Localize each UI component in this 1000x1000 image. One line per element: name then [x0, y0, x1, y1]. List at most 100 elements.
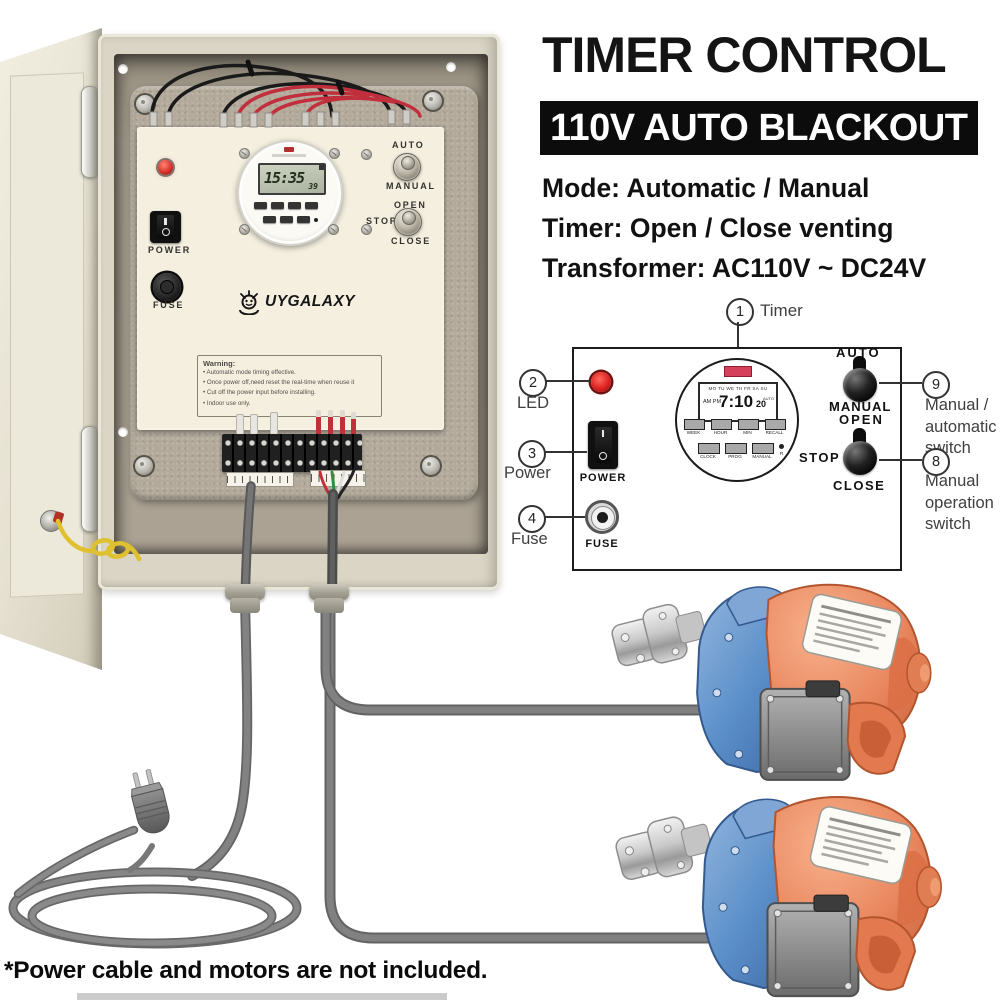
plate-bolt	[420, 455, 442, 477]
panel-screw	[239, 224, 250, 235]
callout-2-label: LED	[517, 394, 550, 412]
spec-line: Transformer: AC110V ~ DC24V	[542, 253, 927, 283]
diagram-rocker-actuator	[594, 427, 612, 463]
diagram-timer-button	[765, 419, 786, 430]
timer-button	[305, 202, 318, 209]
lcd-corner-mark	[319, 165, 324, 170]
rocker-actuator	[157, 215, 174, 239]
timer-button	[254, 202, 267, 209]
door-hinge-top	[81, 86, 99, 178]
callout-3-line	[542, 451, 587, 453]
diagram-fuse	[585, 500, 619, 534]
panel-screw	[361, 149, 372, 160]
fuse-holder	[153, 273, 181, 301]
terminal-label-strip	[310, 470, 366, 487]
auto-manual-toggle	[393, 153, 421, 181]
diagram-close-label: CLOSE	[833, 478, 886, 493]
diagram-timer-button	[752, 443, 774, 454]
terminal-strip	[222, 434, 362, 472]
diagram-power-switch	[588, 421, 618, 469]
diagram-power-label: POWER	[579, 472, 627, 484]
diagram-timer-button	[698, 443, 720, 454]
banner: 110V AUTO BLACKOUT	[540, 101, 978, 155]
callout-1-line	[737, 322, 739, 347]
warning-title: Warning:	[203, 359, 236, 368]
panel-screw	[239, 148, 250, 159]
timer-button	[263, 216, 276, 223]
plate-bolt	[422, 90, 444, 112]
fuse-label: FUSE	[153, 300, 185, 310]
diagram-fuse-core	[596, 511, 608, 523]
red-wire	[328, 410, 333, 436]
callout-4-circle: 4	[518, 505, 546, 533]
mount-hole	[118, 64, 128, 74]
diagram-timer-button	[725, 443, 747, 454]
timer-brand-mark	[272, 154, 306, 157]
diagram-timer-button-label: PROG	[728, 454, 742, 459]
gland-nut	[230, 598, 260, 613]
red-wire	[351, 412, 356, 436]
robot-icon	[239, 290, 259, 315]
terminal-label-strip	[226, 472, 294, 487]
red-wire	[316, 410, 321, 436]
timer-button	[288, 202, 301, 209]
mount-hole	[118, 427, 128, 437]
lcd-time: 15:35	[264, 169, 305, 187]
panel-screw	[329, 148, 340, 159]
warning-label: Warning: • Automatic mode timing effecti…	[197, 355, 382, 417]
open-label: OPEN	[394, 200, 427, 210]
plate-bolt	[134, 93, 156, 115]
callout-9-line	[879, 382, 922, 384]
diagram-timer-button-label: CLOCK	[700, 454, 716, 459]
diagram-timer-button	[738, 419, 759, 430]
diagram-auto-manual-toggle	[843, 368, 877, 402]
lcd-seconds: 20	[756, 399, 767, 409]
warning-line: • Cut off the power input before install…	[203, 389, 316, 397]
timer-lcd: 15:35 39	[258, 163, 326, 195]
cable-gland-right	[309, 584, 349, 613]
callout-1-circle: 1	[726, 298, 754, 326]
lcd-time: 7:10	[719, 392, 754, 411]
plate-bolt	[133, 455, 155, 477]
lcd-ampm: AM PM	[703, 399, 722, 405]
diagram-timer: MO TU WE TH FR SA SU AM PM 7:10 20 AUTO …	[675, 358, 799, 482]
diagram-led	[591, 372, 611, 392]
diagram-timer-button-label: HOUR	[713, 430, 728, 435]
diagram-fuse-label: FUSE	[585, 538, 619, 550]
diagram-timer-button-label: MANUAL	[752, 454, 772, 459]
warning-line: • Automatic mode timing effective.	[203, 369, 296, 376]
panel-screw	[361, 224, 372, 235]
callout-3-circle: 3	[518, 440, 546, 468]
power-rocker-switch	[150, 211, 181, 243]
power-label: POWER	[148, 245, 192, 255]
lcd-seconds: 39	[308, 182, 318, 191]
callout-8-circle: 8	[922, 448, 950, 476]
diagram-manual-label: MANUAL	[829, 399, 892, 414]
timer-button	[271, 202, 284, 209]
page-title: TIMER CONTROL	[542, 27, 947, 83]
door-hinge-bottom	[81, 426, 99, 532]
diagram-stop-label: STOP	[799, 450, 841, 465]
timer-reset-dot	[314, 218, 318, 222]
footnote: *Power cable and motors are not included…	[4, 957, 488, 984]
timer-button	[297, 216, 310, 223]
timer-indicator	[284, 147, 294, 152]
diagram-timer-button	[684, 419, 705, 430]
spec-line: Timer: Open / Close venting	[542, 213, 894, 243]
panel-screw	[328, 224, 339, 235]
callout-1-label: Timer	[760, 301, 803, 320]
diagram-timer-reset-label: R	[779, 451, 784, 456]
cable-gland-left	[225, 584, 265, 613]
open-stop-close-toggle	[394, 208, 422, 236]
brand-name: UYGALAXY	[265, 293, 356, 310]
callout-4-line	[542, 516, 585, 518]
timer-button	[280, 216, 293, 223]
callout-8-line	[879, 459, 922, 461]
power-plug	[131, 769, 170, 834]
callout-4-label: Fuse	[511, 530, 548, 548]
diagram-timer-lcd: MO TU WE TH FR SA SU AM PM 7:10 20 AUTO	[698, 382, 778, 422]
warning-line: • Once power off,need reset the real-tim…	[203, 379, 355, 387]
callout-3-label: Power	[504, 464, 551, 482]
close-label: CLOSE	[391, 236, 432, 246]
callout-2-line	[543, 380, 591, 382]
